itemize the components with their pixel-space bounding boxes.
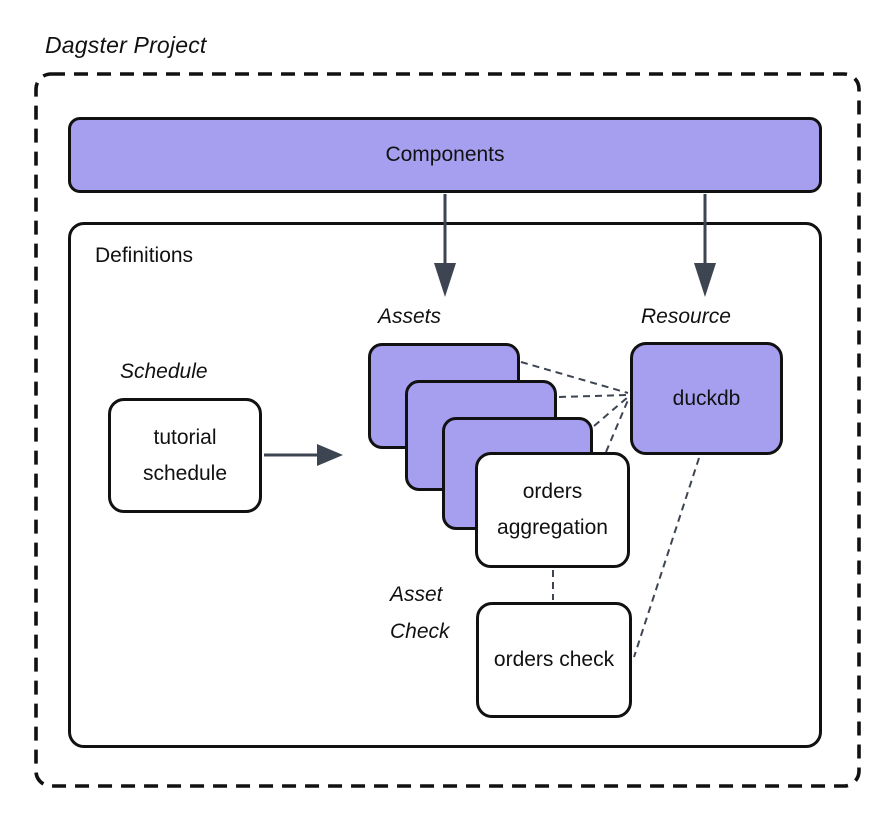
duckdb-label: duckdb [672,386,741,410]
orders-check-node: orders check [476,602,632,718]
project-title: Dagster Project [45,32,207,58]
duckdb-resource-node: duckdb [630,342,783,455]
definitions-label: Definitions [95,244,194,267]
orders-check-label: orders check [493,648,615,671]
tutorial-schedule-node: tutorial schedule [108,398,262,513]
schedule-section-label: Schedule [120,360,208,383]
assets-section-label: Assets [378,305,442,328]
asset-check-section-label: Asset Check [390,583,450,643]
orders-aggregation-label: orders aggregation [497,480,608,539]
components-bar: Components [68,117,822,193]
orders-aggregation-node: orders aggregation [475,452,630,568]
tutorial-schedule-label: tutorial schedule [142,425,228,485]
resource-section-label: Resource [641,305,731,328]
components-label: Components [385,143,505,166]
